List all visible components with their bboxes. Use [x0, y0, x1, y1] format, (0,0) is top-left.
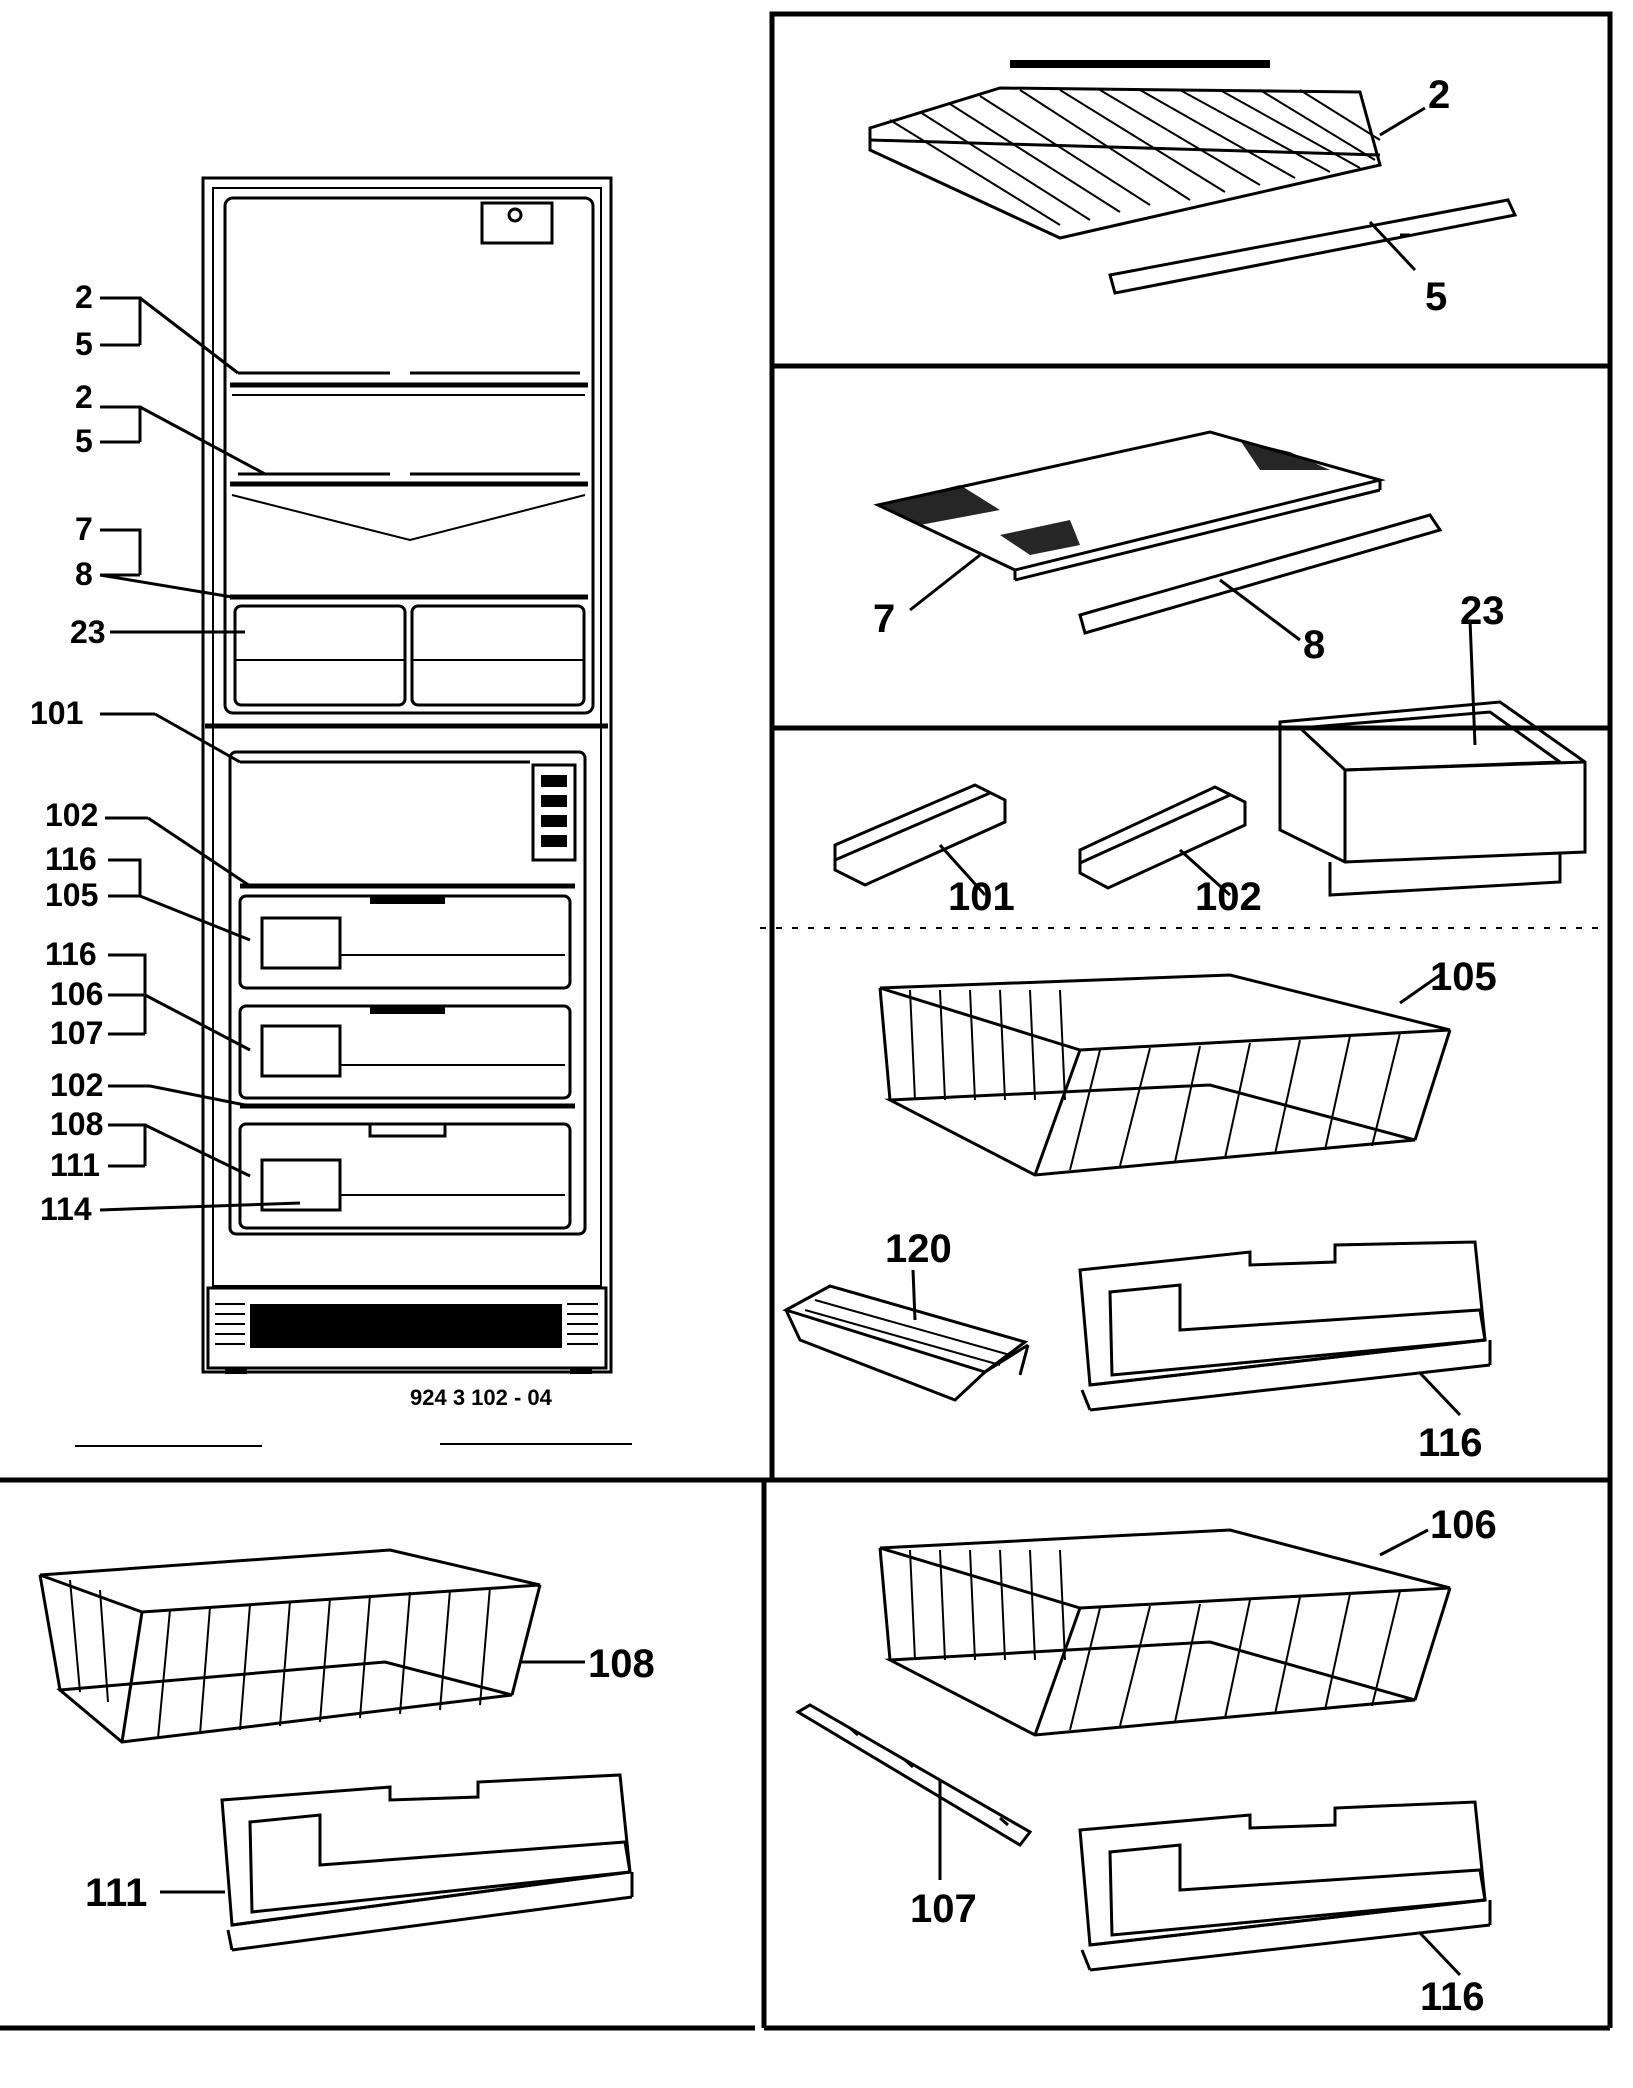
panel-shelf-labels: 2 5 — [1425, 73, 1450, 319]
label-23: 23 — [70, 614, 106, 650]
panel-label-8: 8 — [1303, 623, 1325, 667]
wire-basket-part-108 — [38, 1548, 585, 1744]
label-111: 111 — [50, 1147, 100, 1183]
ice-tray-part-120 — [782, 1269, 1030, 1402]
wire-basket-part-106 — [878, 1528, 1452, 1737]
panel-label-2: 2 — [1428, 73, 1450, 117]
panel-basket-labels: 105 120 116 — [885, 955, 1497, 1465]
label-107: 107 — [50, 1015, 103, 1051]
panel-borders — [0, 11, 1613, 2031]
label-102-upper: 102 — [45, 797, 98, 833]
strip-part-107 — [795, 1703, 1033, 1880]
panel-label-106: 106 — [1430, 1503, 1497, 1547]
panel-label-108: 108 — [588, 1642, 655, 1686]
panel-label-5: 5 — [1425, 275, 1447, 319]
panel-glass-labels: 7 8 23 — [873, 589, 1505, 667]
panel-label-105: 105 — [1430, 955, 1497, 999]
drawer-cover-part-116-lower — [1078, 1800, 1492, 1977]
panel-label-111: 111 — [85, 1871, 147, 1915]
panel-label-101: 101 — [948, 875, 1015, 919]
shelf-trim-part-5 — [1108, 198, 1518, 295]
panel-label-116-upper: 116 — [1418, 1421, 1483, 1465]
fridge-labels: 2 5 2 5 7 8 23 101 102 116 105 116 106 1… — [30, 279, 553, 1410]
panel-rails-labels: 101 102 — [948, 875, 1262, 919]
label-101: 101 — [30, 695, 83, 731]
panel-bottom-right-labels: 106 107 116 — [910, 1503, 1497, 2019]
label-102-lower: 102 — [50, 1067, 103, 1103]
panel-label-23: 23 — [1460, 589, 1505, 633]
rail-part-102 — [1078, 785, 1247, 897]
panel-label-7: 7 — [873, 597, 895, 641]
label-114: 114 — [40, 1191, 92, 1227]
glass-shelf-part-7 — [873, 430, 1386, 612]
label-5-lower: 5 — [75, 423, 93, 459]
label-5-upper: 5 — [75, 326, 93, 362]
panel-label-116-lower: 116 — [1420, 1975, 1485, 2019]
crisper-drawer-part-23 — [1278, 619, 1587, 897]
drawer-cover-part-116-upper — [1078, 1240, 1492, 1417]
shelf-trim-part-8 — [1078, 513, 1443, 642]
model-number: 924 3 102 - 04 — [410, 1385, 553, 1410]
fridge-leader-lines — [99, 296, 301, 1212]
label-116-lower: 116 — [45, 936, 97, 972]
wire-shelf-part-2 — [868, 60, 1426, 240]
wire-basket-part-105 — [878, 973, 1452, 1177]
panel-label-107: 107 — [910, 1887, 977, 1931]
label-116-upper: 116 — [45, 841, 97, 877]
label-108: 108 — [50, 1106, 103, 1142]
label-7: 7 — [75, 511, 93, 547]
refrigerator-front-view — [201, 176, 613, 1374]
label-2-lower: 2 — [75, 379, 93, 415]
panel-label-102: 102 — [1195, 875, 1262, 919]
rail-part-101 — [833, 783, 1007, 897]
label-106: 106 — [50, 976, 103, 1012]
drawer-cover-part-111 — [160, 1773, 634, 1952]
label-8: 8 — [75, 556, 93, 592]
label-2-upper: 2 — [75, 279, 93, 315]
panel-bottom-left-labels: 108 111 — [85, 1642, 655, 1915]
panel-label-120: 120 — [885, 1227, 952, 1271]
label-105: 105 — [45, 877, 98, 913]
